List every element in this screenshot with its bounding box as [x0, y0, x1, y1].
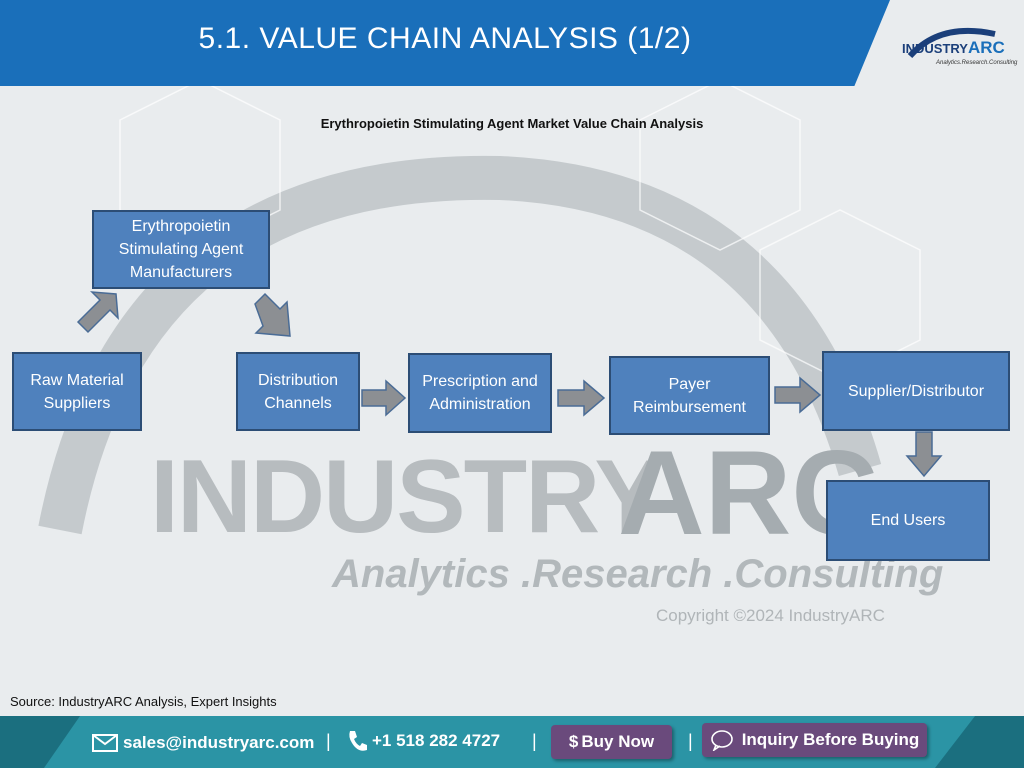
industryarc-logo: [907, 27, 996, 59]
inquiry-button[interactable]: Inquiry Before Buying: [702, 723, 927, 757]
phone-icon: [349, 731, 367, 751]
arrow-prescription-to-payer: [557, 379, 606, 417]
node-label: Erythropoietin Stimulating Agent Manufac…: [118, 218, 244, 281]
footer-separator: |: [326, 731, 331, 751]
source-note: Source: IndustryARC Analysis, Expert Ins…: [10, 694, 277, 709]
footer-email-link[interactable]: sales@industryarc.com: [123, 733, 315, 752]
mail-icon: [92, 734, 118, 752]
diagram-title: Erythropoietin Stimulating Agent Market …: [320, 116, 704, 131]
node-label: Supplier/Distributor: [847, 382, 985, 400]
node-label: Distribution Channels: [257, 371, 339, 412]
node-raw-material-suppliers: Raw Material Suppliers: [12, 352, 142, 431]
logo-text: INDUSTRYARC: [902, 38, 1005, 57]
dollar-icon: $: [568, 732, 579, 751]
footer-phone-link[interactable]: +1 518 282 4727: [372, 731, 501, 750]
inquiry-label: Inquiry Before Buying: [741, 730, 920, 749]
logo-tagline: Analytics.Research.Consulting: [936, 60, 1018, 66]
node-payer-reimbursement: Payer Reimbursement: [609, 356, 770, 435]
page-title: 5.1. VALUE CHAIN ANALYSIS (1/2): [198, 22, 692, 55]
node-label: End Users: [870, 512, 946, 529]
arrow-supplier-to-endusers: [905, 431, 943, 478]
node-prescription-administration: Prescription and Administration: [408, 353, 552, 433]
node-label: Raw Material Suppliers: [30, 371, 124, 412]
footer-separator: |: [532, 731, 537, 751]
arrow-payer-to-supplier: [774, 376, 822, 414]
buy-now-label: Buy Now: [581, 732, 655, 751]
watermark-copyright: Copyright ©2024 IndustryARC: [656, 606, 885, 625]
arrow-raw-to-manufacturers: [76, 291, 119, 334]
arrow-manufacturers-to-distribution: [254, 292, 291, 337]
node-distribution-channels: Distribution Channels: [236, 352, 360, 431]
node-label: Prescription and Administration: [422, 373, 538, 413]
buy-now-button[interactable]: $ Buy Now: [551, 725, 672, 759]
watermark-brand: INDUSTRY: [150, 439, 664, 555]
node-supplier-distributor: Supplier/Distributor: [822, 351, 1010, 431]
footer-separator: |: [688, 731, 693, 751]
chat-icon: [710, 730, 733, 751]
node-label: Payer Reimbursement: [633, 375, 746, 416]
node-end-users: End Users: [826, 480, 990, 561]
node-manufacturers: Erythropoietin Stimulating Agent Manufac…: [92, 210, 270, 289]
arrow-distribution-to-prescription: [361, 379, 407, 417]
header-bar: [0, 0, 890, 86]
